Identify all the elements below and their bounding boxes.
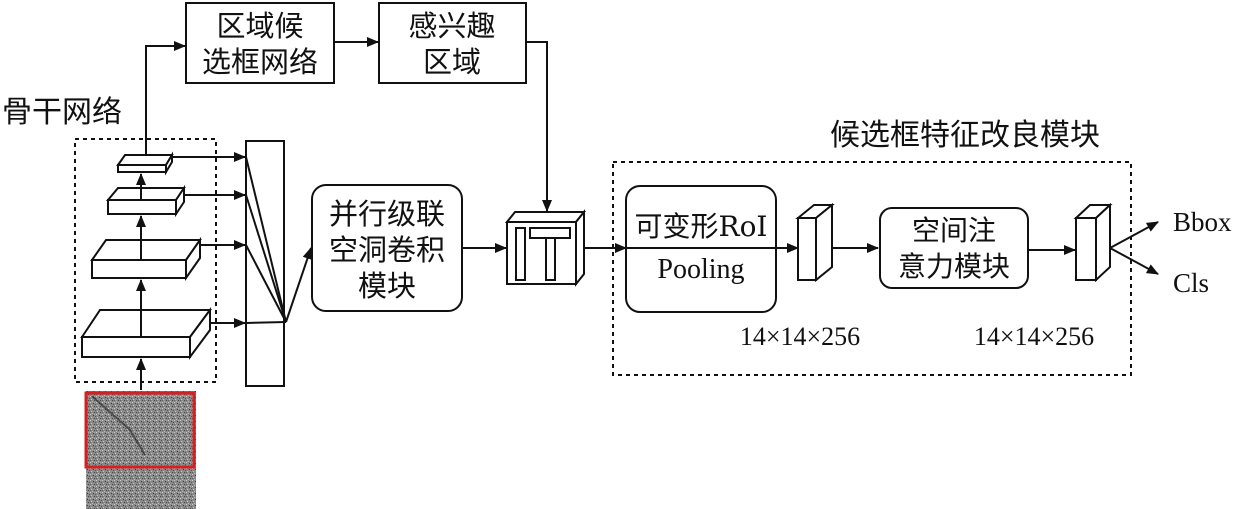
fusion-to-conv-arrow [285,247,313,323]
parallel-conv-line1: 并行级联 [329,197,445,231]
roi-label-line1: 感兴趣 [408,9,495,43]
feature-pyramid-layer-1 [116,151,174,176]
feature-size-1: 14×14×256 [740,322,860,351]
feature-pyramid-layer-2 [105,184,186,218]
feature-size-2: 14×14×256 [974,322,1094,351]
feature-slab-2 [1073,202,1113,283]
rpn-box [185,2,335,84]
output-cls: Cls [1173,268,1209,298]
feature-pyramid-layer-4 [80,306,212,361]
input-image [84,391,196,509]
refine-module-container [612,161,1132,376]
deformable-pool-line2: Pooling [657,254,744,285]
roi-feature-cube [504,209,587,287]
rpn-label-line2: 选框网络 [202,45,318,79]
spatial-attention-line1: 空间注 [912,214,996,247]
parallel-conv-line3: 模块 [358,269,416,303]
roi-to-cube-arrow [526,41,552,212]
detection-box [84,391,196,469]
fusion-bar [245,140,285,387]
backbone-label: 骨干网络 [2,95,122,130]
bbox-arrow [1109,221,1159,249]
roi-label-line2: 区域 [423,45,481,79]
spatial-attention-box [879,207,1029,289]
feature-slab-1 [795,202,835,283]
backbone-to-rpn-arrow [145,41,186,155]
output-bbox: Bbox [1173,207,1232,237]
feature-pyramid-layer-3 [90,236,202,282]
cls-arrow [1109,247,1159,275]
parallel-conv-line2: 空洞卷积 [329,233,445,267]
rpn-label-line1: 区域候 [216,9,303,43]
roi-box [378,2,527,84]
refine-module-title: 候选框特征改良模块 [830,118,1100,153]
deformable-pool-line1: 可变形RoI [634,210,767,243]
fusion-lines [245,156,287,324]
spatial-attention-line2: 意力模块 [898,250,1010,283]
